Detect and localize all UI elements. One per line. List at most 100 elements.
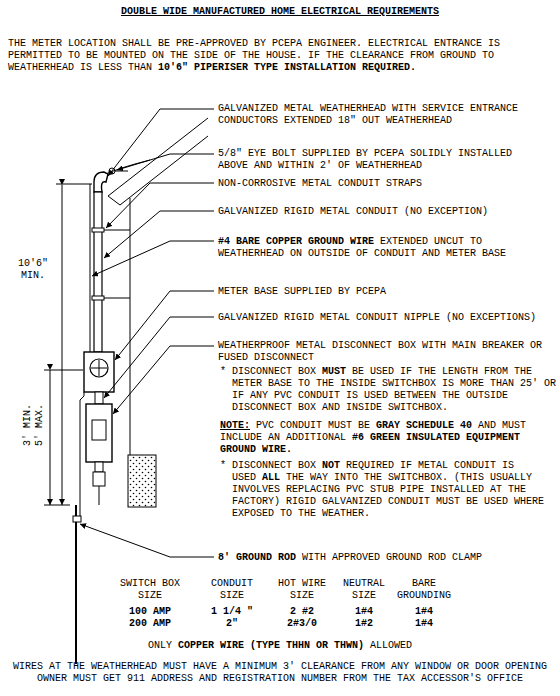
label-text: CONDUIT SIZE	[211, 578, 253, 601]
table-header: BARE GROUNDING	[390, 578, 458, 602]
label-text: 1#4	[415, 606, 433, 617]
label-text: 1#2	[355, 618, 373, 629]
label-text: SWITCH BOX SIZE	[120, 578, 180, 601]
leader-line	[113, 346, 214, 414]
table-header: HOT WIRE SIZE	[268, 578, 336, 602]
label-text: 5/8" EYE BOLT SUPPLIED BY PCEPA SOLIDLY …	[218, 148, 512, 171]
callout: 8' GROUND ROD WITH APPROVED GROUND ROD CL…	[218, 552, 548, 564]
table-header: SWITCH BOX SIZE	[116, 578, 184, 602]
table-cell: 2#3/0	[268, 618, 336, 630]
disconnect-box	[86, 404, 112, 462]
dimension-label: 3' MIN.5' MAX.	[22, 395, 46, 455]
dimension-line	[50, 370, 51, 505]
label-text: * DISCONNECT BOX	[220, 366, 316, 377]
table-header: NEUTRAL SIZE	[330, 578, 398, 602]
label-text: 1#4	[355, 606, 373, 617]
label-text: 3' MIN.	[22, 395, 34, 455]
table-cell: 1 1/4 "	[198, 606, 266, 618]
label-text: 100 AMP	[129, 606, 171, 617]
roof-fascia	[108, 196, 120, 205]
label-text: NEUTRAL SIZE	[343, 578, 385, 601]
label-text: ALLOWED	[370, 640, 412, 651]
weatherhead	[94, 172, 108, 192]
conduit-fitting	[93, 472, 105, 486]
table-header: CONDUIT SIZE	[198, 578, 266, 602]
label-text: GALVANIZED METAL WEATHERHEAD WITH SERVIC…	[218, 103, 518, 126]
label-text: ALL	[262, 472, 280, 483]
callout: NON-CORROSIVE METAL CONDUIT STRAPS	[218, 178, 548, 190]
conduit-strap	[92, 228, 104, 232]
leader-line	[104, 211, 214, 258]
table-cell: 1#4	[390, 618, 458, 630]
table-cell: 1#2	[330, 618, 398, 630]
ground-line	[44, 505, 70, 506]
leader-line	[117, 154, 214, 170]
label-text: GALVANIZED RIGID METAL CONDUIT (NO EXCEP…	[218, 206, 488, 217]
leader-line	[108, 109, 214, 176]
roof-soffit	[120, 136, 208, 205]
leader-line	[92, 241, 214, 276]
label-text: NOTE:	[220, 420, 250, 431]
footer-note: WIRES AT THE WEATHERHEAD MUST HAVE A MIN…	[0, 661, 560, 673]
label-text: 5' MAX.	[34, 395, 46, 455]
label-text: WITH APPROVED GROUND ROD CLAMP	[302, 552, 482, 563]
label-text: OWNER MUST GET 911 ADDRESS AND REGISTRAT…	[37, 673, 523, 684]
block-pier	[128, 455, 156, 507]
label-text: MIN.	[8, 270, 58, 282]
ground-rod-clamp	[73, 516, 81, 522]
label-text: HOT WIRE SIZE	[278, 578, 326, 601]
extension-line	[44, 370, 83, 371]
callout: GALVANIZED METAL WEATHERHEAD WITH SERVIC…	[218, 103, 548, 127]
table-cell: 200 AMP	[116, 618, 184, 630]
dimension-line	[62, 185, 63, 505]
label-text: GALVANIZED RIGID METAL CONDUIT NIPPLE (N…	[218, 312, 536, 323]
label-text: 8' GROUND ROD	[218, 552, 296, 563]
conduit-stub	[99, 486, 100, 505]
table-cell: 1#4	[330, 606, 398, 618]
table-cell: 2"	[198, 618, 266, 630]
callout: GALVANIZED RIGID METAL CONDUIT (NO EXCEP…	[218, 206, 548, 218]
note: * DISCONNECT BOXMUSTBE USED IF THE LENGT…	[220, 366, 560, 414]
callout: #4 BARE COPPER GROUND WIREEXTENDED UNCUT…	[218, 236, 548, 260]
callout: GALVANIZED RIGID METAL CONDUIT NIPPLE (N…	[218, 312, 548, 324]
table-cell: 100 AMP	[116, 606, 184, 618]
label-text: 200 AMP	[129, 618, 171, 629]
label-text: GRAY SCHEDULE 40	[376, 420, 472, 431]
label-text: 2 #2	[290, 606, 314, 617]
meter-base	[84, 352, 114, 392]
note: * DISCONNECT BOXNOTREQUIRED IF METAL CON…	[220, 460, 560, 520]
callout: 5/8" EYE BOLT SUPPLIED BY PCEPA SOLIDLY …	[218, 148, 548, 172]
label-text: METER BASE SUPPLIED BY PCEPA	[218, 286, 386, 297]
strap-tie	[104, 230, 130, 231]
conduit-stub	[95, 462, 103, 472]
label-text: ONLY	[148, 640, 172, 651]
label-text: 1 1/4 "	[211, 606, 253, 617]
meter-face	[99, 360, 100, 376]
label-text: PVC CONDUIT MUST BE	[256, 420, 370, 431]
leader-line	[80, 524, 214, 557]
eye-bolt-shank	[115, 171, 128, 172]
page-title: DOUBLE WIDE MANUFACTURED HOME ELECTRICAL…	[0, 6, 560, 18]
table-cell: 1#4	[390, 606, 458, 618]
label-text: BARE GROUNDING	[397, 578, 451, 601]
conduit-nipple	[95, 392, 103, 404]
leader-line	[106, 183, 214, 228]
strap-tie	[104, 298, 130, 299]
label-text: 10'6" PIPERISER TYPE INSTALLATION REQUIR…	[158, 62, 416, 73]
label-text: 1#4	[415, 618, 433, 629]
label-text: COPPER WIRE (TYPE THHN OR THWN)	[178, 640, 364, 651]
table-cell: 2 #2	[268, 606, 336, 618]
label-text: WIRES AT THE WEATHERHEAD MUST HAVE A MIN…	[13, 661, 547, 672]
callout: METER BASE SUPPLIED BY PCEPA	[218, 286, 548, 298]
extension-line	[56, 184, 92, 185]
footer-note: OWNER MUST GET 911 ADDRESS AND REGISTRAT…	[0, 673, 560, 685]
ground-rod	[75, 505, 77, 664]
label-text: * DISCONNECT BOX	[220, 460, 316, 471]
note: NOTE: PVC CONDUIT MUST BE GRAY SCHEDULE 40…	[220, 420, 550, 456]
label-text: MUST	[322, 366, 346, 377]
meter	[90, 359, 108, 377]
label-text: NOT	[322, 460, 340, 471]
label-text: #4 BARE COPPER GROUND WIRE	[218, 236, 374, 247]
label-text: 2"	[226, 618, 238, 629]
